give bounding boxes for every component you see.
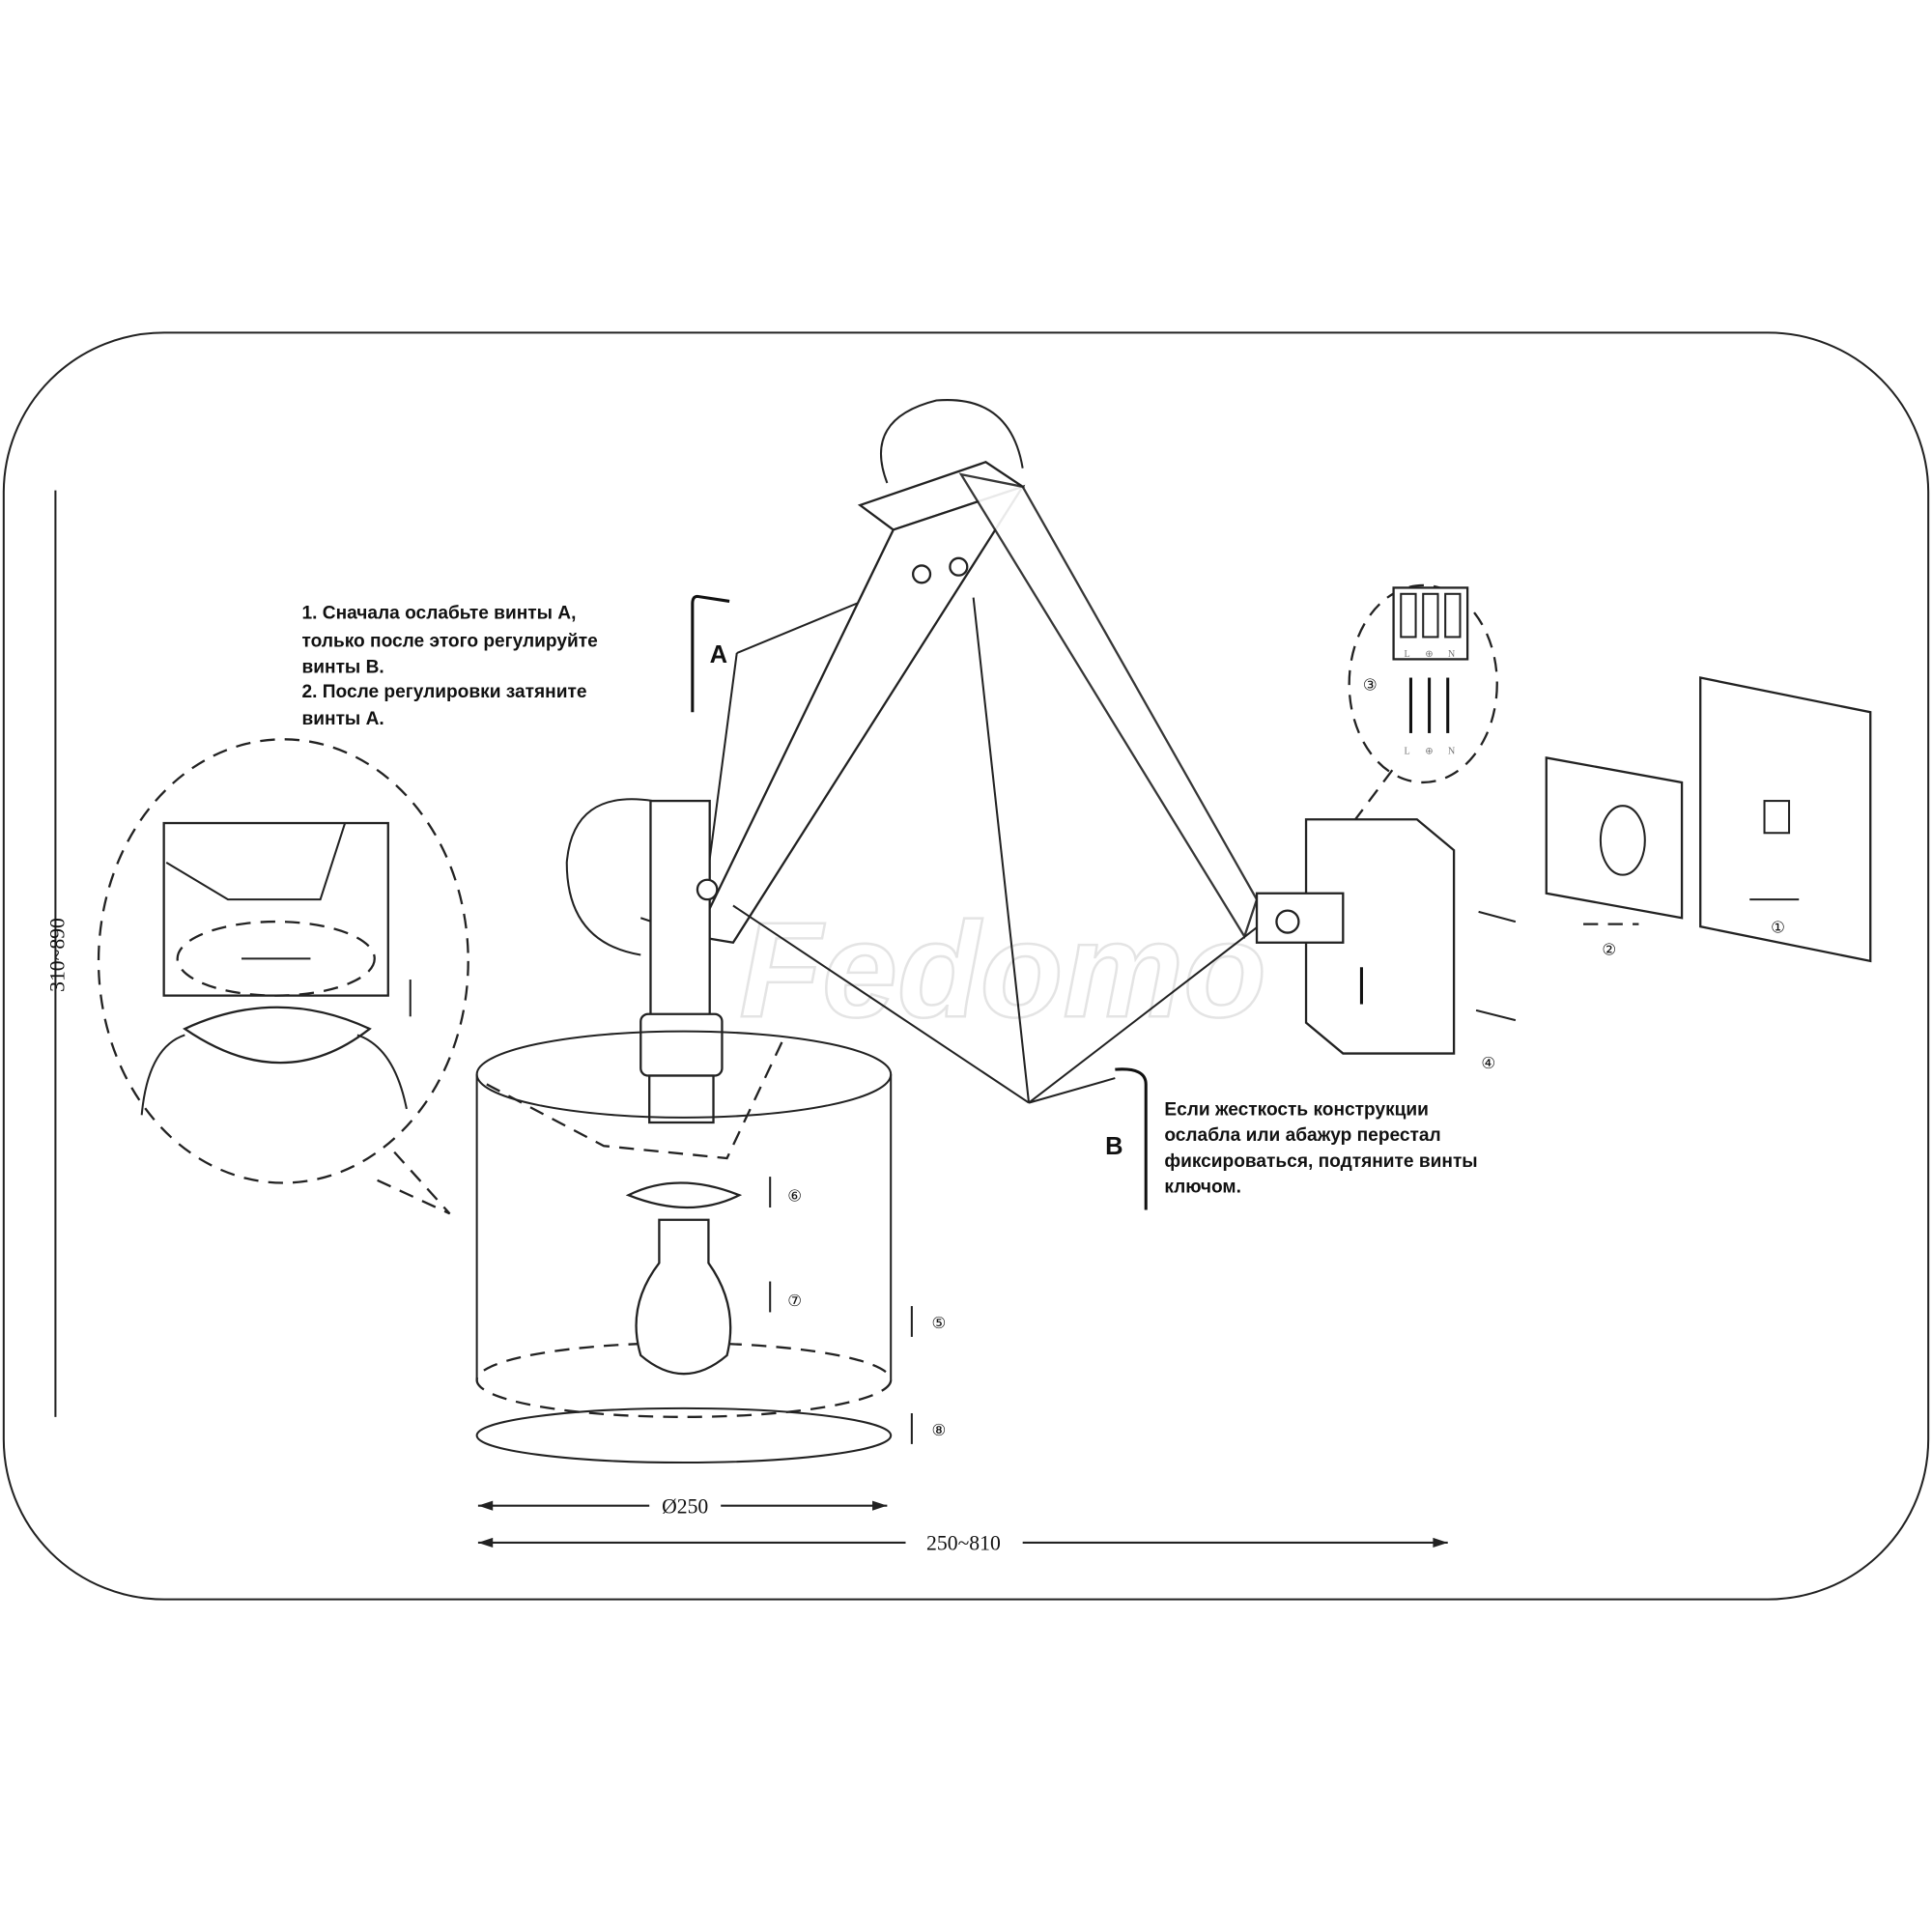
watermark: Fedomo [739, 894, 1266, 1045]
step-markers: ① ② ③ ④ ⑤ ⑥ ⑦ ⑧ [769, 675, 1785, 1444]
screw-b-icon [949, 556, 969, 577]
reach-label: 250~810 [926, 1532, 1001, 1555]
shade-detail-bubble [97, 738, 469, 1215]
light-bulb-icon [635, 1218, 732, 1376]
screw-a-icon [912, 564, 932, 584]
svg-text:L: L [1405, 747, 1410, 757]
svg-text:N: N [1448, 747, 1456, 757]
step-4: ④ [1481, 1054, 1495, 1072]
height-dimension: 310~890 [45, 490, 69, 1417]
wall [1699, 676, 1872, 963]
step-5: ⑤ [932, 1314, 947, 1332]
step-8: ⑧ [932, 1421, 947, 1439]
height-dimension-label: 310~890 [45, 918, 69, 992]
lamp-arm [565, 399, 1270, 1124]
terminal-block-detail: L ⊕ N L ⊕ N [1348, 583, 1498, 820]
step-3: ③ [1363, 675, 1378, 694]
terminal-neutral-label: N [1448, 649, 1456, 660]
diffuser-disc [475, 1406, 893, 1464]
screw-b-label: B [1105, 1133, 1122, 1160]
shade-diameter-label: Ø250 [662, 1494, 708, 1518]
hex-key-b-icon [1115, 1067, 1148, 1210]
screw-a-label: A [710, 641, 727, 668]
step-2: ② [1602, 941, 1616, 959]
diagram-frame [2, 331, 1930, 1601]
terminal-live-label: L [1405, 649, 1410, 660]
hex-key-a-icon [691, 594, 730, 713]
lamp-shade [475, 1030, 893, 1464]
step-7: ⑦ [787, 1292, 802, 1310]
shade-diameter-dimension: Ø250 [477, 1494, 888, 1518]
wall-bracket [1255, 676, 1872, 1055]
step-1: ① [1771, 919, 1785, 937]
ring-nut-icon [625, 1181, 743, 1209]
svg-text:⊕: ⊕ [1425, 747, 1434, 757]
terminal-earth-label: ⊕ [1425, 649, 1434, 660]
instructions-screws-a: 1. Сначала ослабьте винты А, только посл… [302, 603, 604, 729]
instructions-screws-b: Если жесткость конструкции ослабла или а… [1164, 1099, 1483, 1197]
step-6: ⑥ [787, 1187, 802, 1206]
reach-dimension: 250~810 [477, 1532, 1448, 1555]
mounting-plate [1545, 756, 1684, 920]
